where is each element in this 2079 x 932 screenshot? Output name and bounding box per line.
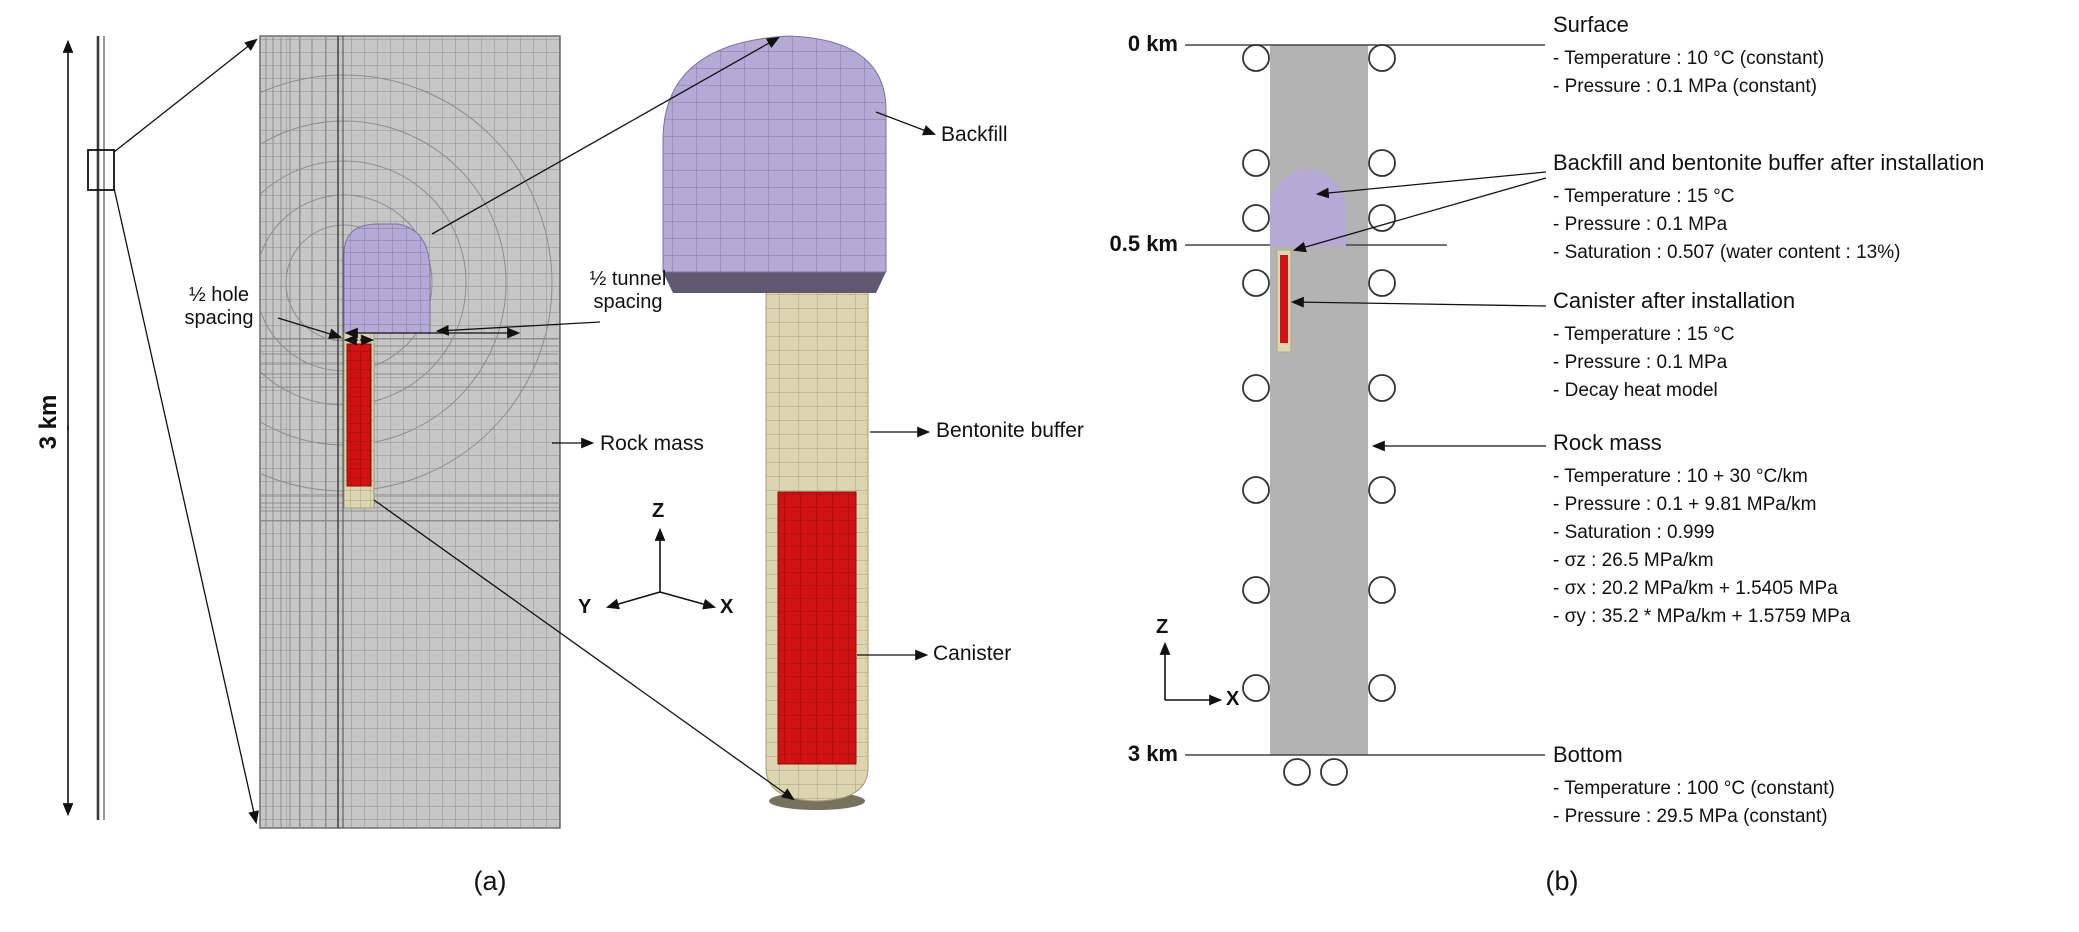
bullet: - Saturation : 0.507 (water content : 13… xyxy=(1553,242,1901,263)
bullet: - Pressure : 0.1 MPa xyxy=(1553,352,1728,373)
bullet: - Decay heat model xyxy=(1553,380,1718,401)
section-rock-mass: Rock mass - Temperature : 10 + 30 °C/km … xyxy=(1553,430,1850,631)
panel-a-graphics xyxy=(62,35,937,829)
backfill-buffer-connector-2 xyxy=(1292,177,1547,253)
bullet: - σz : 26.5 MPa/km xyxy=(1553,550,1714,571)
bullet: - σx : 20.2 MPa/km + 1.5405 MPa xyxy=(1553,578,1838,599)
roller-circle xyxy=(1242,44,1270,72)
axis-x-label-a: X xyxy=(720,596,734,618)
half-tunnel-spacing-connector xyxy=(435,321,601,336)
bullet: - Pressure : 0.1 MPa (constant) xyxy=(1553,76,1817,97)
caption-a: (a) xyxy=(473,866,507,896)
roller-circle xyxy=(1242,204,1270,232)
roller-circle xyxy=(1283,758,1311,786)
section-bullets: - Temperature : 10 + 30 °C/km - Pressure… xyxy=(1553,463,1850,631)
rock-mass-label-a: Rock mass xyxy=(600,432,704,455)
depth-label-0km: 0 km xyxy=(1127,31,1178,56)
rock-mesh-panel xyxy=(259,35,561,829)
roller-circle xyxy=(1368,149,1396,177)
backfill-label-connector xyxy=(875,111,937,136)
section-backfill-buffer: Backfill and bentonite buffer after inst… xyxy=(1553,150,1984,267)
bentonite-buffer-label: Bentonite buffer xyxy=(936,419,1084,442)
backfill-underside xyxy=(663,272,886,293)
roller-circle xyxy=(1242,149,1270,177)
bullet: - Temperature : 10 °C (constant) xyxy=(1553,48,1825,69)
scale-label-3km: 3 km xyxy=(35,394,62,450)
backfill-3d xyxy=(662,35,887,273)
zoom-line-bottom xyxy=(113,187,259,825)
backfill-buffer-connector-1 xyxy=(1315,171,1547,199)
section-bullets: - Temperature : 15 °C - Pressure : 0.1 M… xyxy=(1553,183,1984,267)
rock-column xyxy=(1270,45,1368,755)
backfill-label: Backfill xyxy=(941,123,1008,146)
bullet: - Temperature : 15 °C xyxy=(1553,324,1735,345)
roller-circle xyxy=(1242,374,1270,402)
section-surface: Surface - Temperature : 10 °C (constant)… xyxy=(1553,12,1824,101)
bullet: - σy : 35.2 * MPa/km + 1.5759 MPa xyxy=(1553,606,1851,627)
zoom-region-box xyxy=(87,149,115,191)
axes-b xyxy=(1159,641,1223,706)
depth-label-05km: 0.5 km xyxy=(1109,231,1179,256)
section-title: Backfill and bentonite buffer after inst… xyxy=(1553,150,1985,175)
axis-x-arrow-a xyxy=(659,591,717,610)
roller-circle xyxy=(1368,674,1396,702)
bullet: - Pressure : 0.1 + 9.81 MPa/km xyxy=(1553,494,1817,515)
bullet: - Saturation : 0.999 xyxy=(1553,522,1715,543)
canister-3d xyxy=(777,491,857,765)
section-canister: Canister after installation - Temperatur… xyxy=(1553,288,1795,405)
zoom-line-top xyxy=(113,38,258,153)
bullet: - Temperature : 15 °C xyxy=(1553,186,1735,207)
roller-boundary-circles xyxy=(1242,44,1396,786)
roller-circle xyxy=(1320,758,1348,786)
section-title: Surface xyxy=(1553,12,1629,37)
canister-connector-b xyxy=(1290,296,1547,308)
panel-b-graphics xyxy=(1159,44,1547,786)
section-title: Rock mass xyxy=(1553,430,1662,455)
tunnel-backfill-mesh xyxy=(343,223,431,334)
caption-b: (b) xyxy=(1545,866,1579,896)
half-hole-spacing-connector xyxy=(277,317,343,340)
axis-y-arrow-a xyxy=(605,591,661,610)
roller-circle xyxy=(1368,576,1396,604)
section-bullets: - Temperature : 15 °C - Pressure : 0.1 M… xyxy=(1553,321,1795,405)
roller-circle xyxy=(1242,576,1270,604)
bullet: - Pressure : 0.1 MPa xyxy=(1553,214,1728,235)
axis-z-label-a: Z xyxy=(652,500,665,522)
roller-circle xyxy=(1368,204,1396,232)
roller-circle xyxy=(1368,269,1396,297)
backfill-b xyxy=(1270,170,1346,246)
axes-a xyxy=(605,527,717,610)
section-title: Bottom xyxy=(1553,742,1623,767)
roller-circle xyxy=(1368,476,1396,504)
roller-circle xyxy=(1368,44,1396,72)
roller-circle xyxy=(1242,476,1270,504)
roller-circle xyxy=(1242,674,1270,702)
depth-label-3km: 3 km xyxy=(1127,741,1178,766)
bullet: - Temperature : 10 + 30 °C/km xyxy=(1553,466,1808,487)
zoom-line-3d-top xyxy=(431,36,780,235)
half-tunnel-spacing-label: ½ tunnel spacing xyxy=(589,268,667,313)
section-bullets: - Temperature : 100 °C (constant) - Pres… xyxy=(1553,775,1835,831)
section-bullets: - Temperature : 10 °C (constant) - Press… xyxy=(1553,45,1824,101)
axis-z-label-b: Z xyxy=(1156,616,1169,638)
axis-x-label-b: X xyxy=(1226,688,1240,710)
section-title: Canister after installation xyxy=(1553,288,1796,313)
bullet: - Temperature : 100 °C (constant) xyxy=(1553,778,1835,799)
roller-circle xyxy=(1242,269,1270,297)
zoom-line-3d-bottom xyxy=(373,499,795,801)
half-hole-spacing-label: ½ hole spacing xyxy=(184,284,254,329)
section-bottom: Bottom - Temperature : 100 °C (constant)… xyxy=(1553,742,1835,831)
axis-y-label-a: Y xyxy=(578,596,592,618)
bullet: - Pressure : 29.5 MPa (constant) xyxy=(1553,806,1828,827)
canister-label: Canister xyxy=(933,642,1012,665)
roller-circle xyxy=(1368,374,1396,402)
canister-mesh xyxy=(346,343,372,487)
canister-b xyxy=(1280,255,1288,343)
